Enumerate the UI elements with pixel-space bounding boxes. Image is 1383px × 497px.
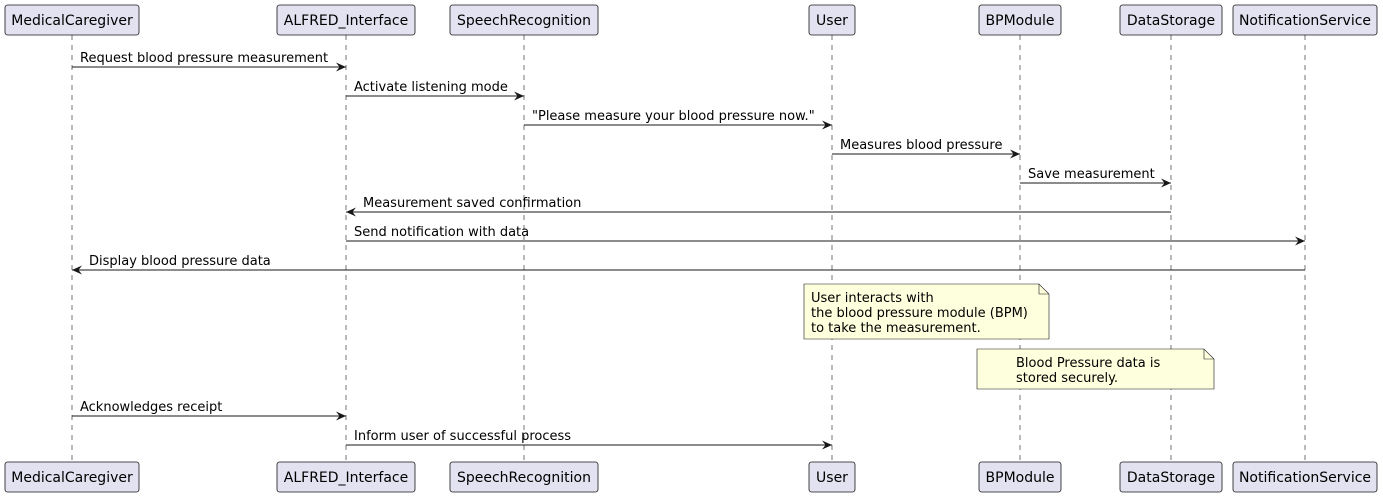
participant-top-us: User [808, 4, 856, 36]
participant-top-ds: DataStorage [1119, 4, 1223, 36]
participant-box [449, 461, 599, 493]
message-label: "Please measure your blood pressure now.… [532, 109, 815, 124]
participant-box [1119, 461, 1223, 493]
note-body [976, 348, 1215, 390]
message-label: Acknowledges receipt [80, 400, 222, 415]
participant-label: User [816, 470, 848, 486]
note-line: stored securely. [1016, 371, 1118, 386]
participant-label: NotificationService [1239, 470, 1371, 486]
message: Acknowledges receipt [72, 400, 346, 421]
participant-box [978, 4, 1062, 36]
participant-box [4, 461, 140, 493]
participant-box [1119, 4, 1223, 36]
participant-box [276, 4, 416, 36]
message: Display blood pressure data [72, 254, 1305, 275]
message-label: Measures blood pressure [840, 138, 1002, 153]
participant-label: BPModule [986, 470, 1055, 486]
note-fold [1203, 349, 1214, 360]
note-line: to take the measurement. [811, 321, 981, 336]
message: Inform user of successful process [346, 429, 832, 450]
note-body [803, 283, 1050, 340]
participant-label: SpeechRecognition [457, 13, 591, 29]
participant-box [1232, 461, 1378, 493]
participant-label: MedicalCaregiver [11, 470, 133, 486]
message-label: Request blood pressure measurement [80, 51, 328, 66]
participant-top-mc: MedicalCaregiver [4, 4, 140, 36]
note-line: the blood pressure module (BPM) [811, 306, 1028, 321]
participant-box [808, 461, 856, 493]
participant-label: BPModule [986, 13, 1055, 29]
message: Measurement saved confirmation [346, 196, 1171, 217]
participant-bottom-ai: ALFRED_Interface [276, 461, 416, 493]
message-label: Save measurement [1028, 167, 1155, 182]
participant-bottom-ds: DataStorage [1119, 461, 1223, 493]
message-label: Display blood pressure data [89, 254, 271, 269]
message-label: Send notification with data [354, 225, 529, 240]
message-label: Inform user of successful process [354, 429, 571, 444]
participant-label: MedicalCaregiver [11, 13, 133, 29]
message: Save measurement [1020, 167, 1171, 188]
participant-box [1232, 4, 1378, 36]
participant-label: DataStorage [1127, 470, 1215, 486]
participant-bottom-bp: BPModule [978, 461, 1062, 493]
participant-label: NotificationService [1239, 13, 1371, 29]
message-label: Measurement saved confirmation [363, 196, 581, 211]
message: Send notification with data [346, 225, 1305, 246]
participant-box [978, 461, 1062, 493]
participant-top-sr: SpeechRecognition [449, 4, 599, 36]
participant-label: SpeechRecognition [457, 470, 591, 486]
participant-box [808, 4, 856, 36]
participant-top-bp: BPModule [978, 4, 1062, 36]
participant-bottom-ns: NotificationService [1232, 461, 1378, 493]
message-label: Activate listening mode [354, 80, 508, 95]
participant-bottom-sr: SpeechRecognition [449, 461, 599, 493]
participant-label: DataStorage [1127, 13, 1215, 29]
note-line: User interacts with [811, 291, 934, 306]
participant-bottom-us: User [808, 461, 856, 493]
participant-label: ALFRED_Interface [284, 13, 408, 29]
participant-box [276, 461, 416, 493]
message: Request blood pressure measurement [72, 51, 346, 72]
message: Activate listening mode [346, 80, 524, 101]
participant-top-ai: ALFRED_Interface [276, 4, 416, 36]
participant-box [449, 4, 599, 36]
message: "Please measure your blood pressure now.… [524, 109, 832, 130]
message: Measures blood pressure [832, 138, 1020, 159]
participant-box [4, 4, 140, 36]
note-line: Blood Pressure data is [1016, 356, 1160, 371]
participant-label: User [816, 13, 848, 29]
participant-label: ALFRED_Interface [284, 470, 408, 486]
participant-top-ns: NotificationService [1232, 4, 1378, 36]
note-fold [1038, 284, 1049, 295]
participant-bottom-mc: MedicalCaregiver [4, 461, 140, 493]
